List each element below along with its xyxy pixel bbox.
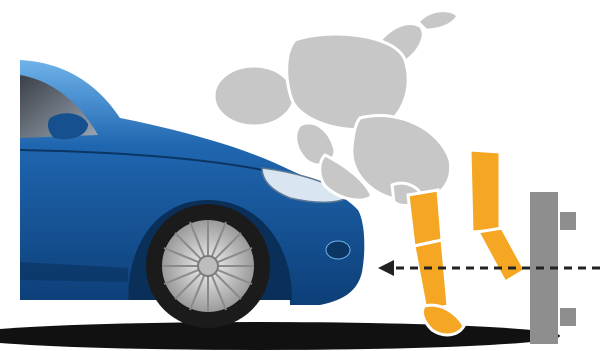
wheel-hub — [198, 256, 218, 276]
dummy-hand-back — [418, 11, 458, 30]
impactor-tab-top — [560, 212, 576, 230]
fog-light — [326, 241, 350, 259]
dummy-thigh-front — [408, 190, 442, 246]
dummy-shin-back — [478, 228, 525, 282]
arrow-left-dashed-icon — [378, 260, 600, 276]
dummy-thigh-back — [470, 150, 500, 232]
dummy-shin-front — [414, 240, 448, 310]
impactor-tab-bottom — [560, 308, 576, 326]
ground-shadow — [0, 322, 560, 350]
dummy-head — [214, 66, 294, 126]
